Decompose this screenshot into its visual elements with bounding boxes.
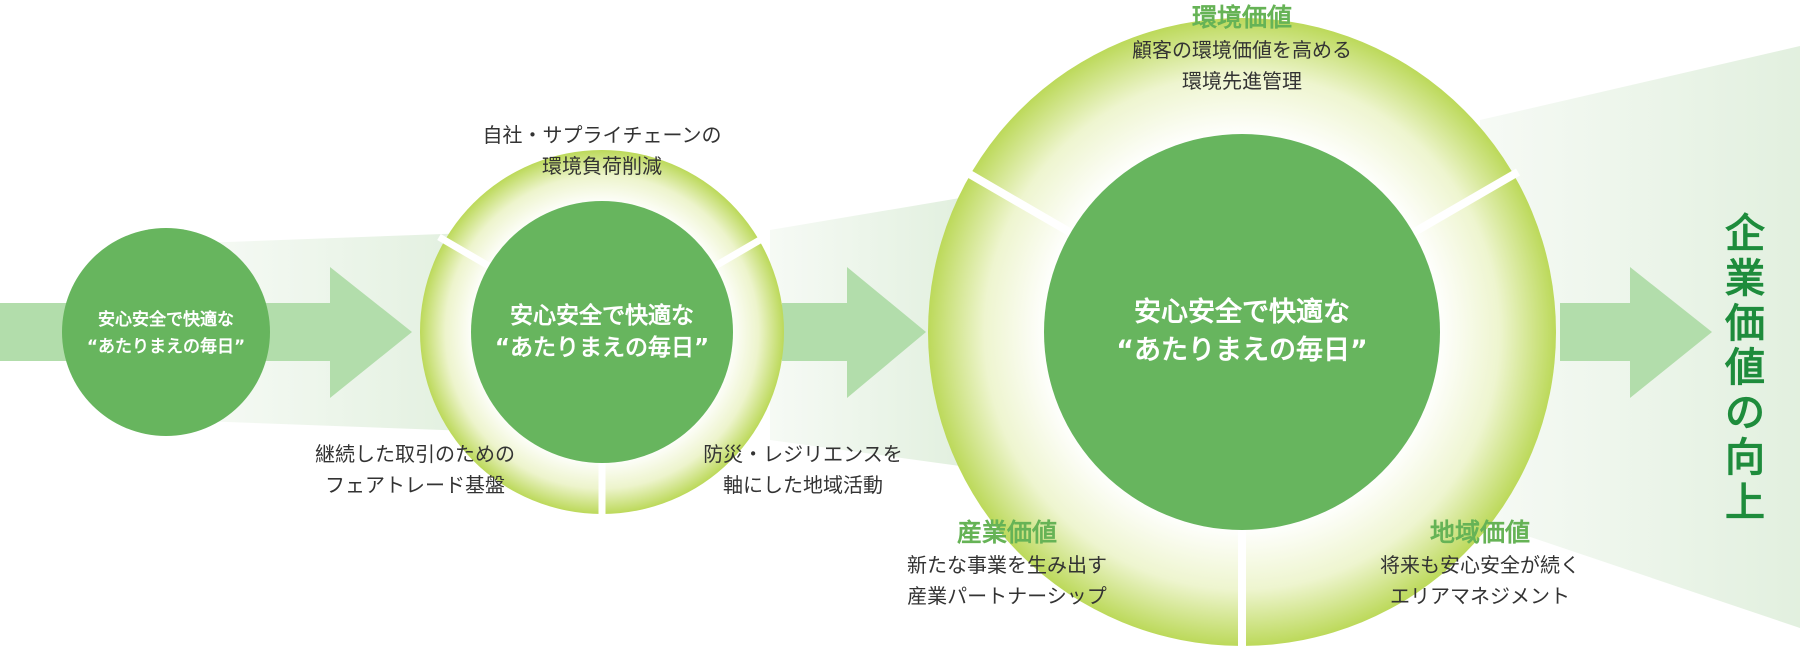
stage1-core-line1: 安心安全で快適な: [98, 310, 234, 330]
flow-arrow-2: [782, 267, 926, 398]
stage3-core-line2: “あたりまえの毎日”: [1116, 334, 1368, 366]
industry-value-label: 産業価値 新たな事業を生み出す 産業パートナーシップ: [857, 515, 1157, 612]
industry-value-line1: 新たな事業を生み出す: [907, 553, 1107, 577]
stage2-left-line2: フェアトレード基盤: [325, 473, 505, 497]
stage1-core-circle: [62, 228, 270, 436]
environment-value-line1: 顧客の環境価値を高める: [1132, 38, 1352, 62]
stage2-top-line1: 自社・サプライチェーンの: [482, 123, 722, 147]
corporate-value-char: 企: [1725, 211, 1765, 257]
stage2-label-resilience: 防災・レジリエンスを 軸にした地域活動: [668, 439, 938, 501]
stage3-core-circle: [1044, 134, 1440, 530]
corporate-value-char: 値: [1725, 345, 1765, 392]
environment-value-label: 環境価値 顧客の環境価値を高める 環境先進管理: [1082, 0, 1402, 97]
community-value-label: 地域価値 将来も安心安全が続く エリアマネジメント: [1330, 515, 1630, 612]
stage2-core-line1: 安心安全で快適な: [510, 303, 694, 329]
stage2-right-line2: 軸にした地域活動: [723, 473, 883, 497]
community-value-line1: 将来も安心安全が続く: [1380, 553, 1580, 577]
flow-arrow-1: [255, 267, 412, 398]
community-value-line2: エリアマネジメント: [1390, 584, 1570, 608]
stage2-core-line2: “あたりまえの毎日”: [494, 335, 710, 362]
stage2-top-line2: 環境負荷削減: [542, 154, 662, 178]
stage3-core-text: 安心安全で快適な “あたりまえの毎日”: [1062, 294, 1422, 370]
stage2-core-text: 安心安全で快適な “あたりまえの毎日”: [452, 300, 752, 364]
stage1-core-text: 安心安全で快適な “あたりまえの毎日”: [66, 307, 266, 361]
environment-value-title: 環境価値: [1191, 3, 1292, 32]
stage2-label-environment-reduction: 自社・サプライチェーンの 環境負荷削減: [442, 120, 762, 182]
corporate-value-char: の: [1725, 390, 1765, 437]
stage2-core-circle: [471, 201, 733, 463]
stage2-left-line1: 継続した取引のための: [315, 442, 515, 466]
stage1-core-line2: “あたりまえの毎日”: [86, 337, 246, 358]
community-value-title: 地域価値: [1429, 518, 1530, 547]
stage2-label-fair-trade: 継続した取引のための フェアトレード基盤: [280, 439, 550, 501]
industry-value-line2: 産業パートナーシップ: [907, 584, 1107, 608]
corporate-value-char: 向: [1725, 434, 1765, 481]
stage2-right-line1: 防災・レジリエンスを: [703, 442, 903, 466]
corporate-value-char: 上: [1725, 479, 1765, 526]
corporate-value-char: 価: [1725, 300, 1765, 347]
corporate-value-title: 企 業 価 値 の 向 上: [1720, 212, 1770, 526]
corporate-value-char: 業: [1725, 255, 1765, 302]
stage3-core-line1: 安心安全で快適な: [1134, 297, 1350, 328]
environment-value-line2: 環境先進管理: [1182, 69, 1302, 93]
industry-value-title: 産業価値: [956, 518, 1057, 547]
flow-arrow-3: [1560, 267, 1712, 398]
